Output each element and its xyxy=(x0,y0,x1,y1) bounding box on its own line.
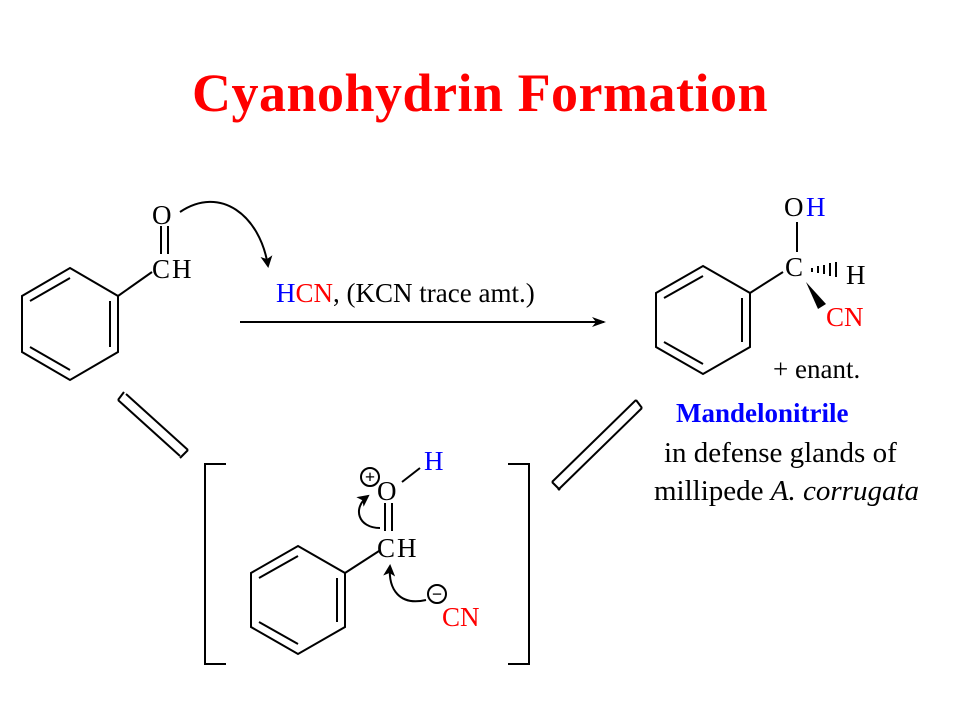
left-bracket xyxy=(204,463,226,665)
page-title: Cyanohydrin Formation xyxy=(191,63,769,123)
intermediate-brackets xyxy=(204,463,530,665)
product-desc-line1: in defense glands of xyxy=(664,437,897,469)
curved-arrow xyxy=(179,200,273,268)
o-h-bond xyxy=(401,467,421,483)
right-bracket xyxy=(508,463,530,665)
benzene-ring xyxy=(250,544,346,656)
curved-arrow xyxy=(383,564,427,603)
product-desc-line2: millipede A. corrugata xyxy=(654,475,919,507)
reactant-atom-c: C xyxy=(152,254,170,284)
reactant-atom-o: O xyxy=(152,200,172,230)
benzene-ring xyxy=(21,266,119,382)
aromatic-bond xyxy=(258,621,299,645)
benzene-ring xyxy=(655,264,751,376)
intermediate-structure xyxy=(250,467,447,656)
wedge-bond xyxy=(806,282,826,309)
intermediate-atom-h-oh: H xyxy=(424,446,444,476)
product-atom-h-oh: H xyxy=(806,192,826,222)
reagent-label: HCN, (KCN trace amt.) xyxy=(276,278,535,308)
product-enant: + enant. xyxy=(773,354,860,384)
curved-arrow xyxy=(356,494,381,529)
aromatic-bond xyxy=(29,277,71,302)
aromatic-bond xyxy=(258,555,299,579)
intermediate-atom-o: O xyxy=(377,476,397,506)
intermediate-atom-c: C xyxy=(377,533,395,563)
product-atom-h: H xyxy=(846,260,866,290)
reagent-hcn-cn: CN xyxy=(296,278,334,308)
reagent-conditions: , (KCN trace amt.) xyxy=(333,278,535,308)
ring-to-carbon-bond xyxy=(344,550,380,574)
plus-charge-circle xyxy=(360,467,380,487)
product-mandelonitrile xyxy=(655,222,837,376)
aromatic-bond xyxy=(663,275,704,299)
product-desc-prefix: millipede xyxy=(654,475,771,507)
product-name: Mandelonitrile xyxy=(676,398,848,428)
reagent-hcn-h: H xyxy=(276,278,296,308)
left-equilibrium-arrows xyxy=(117,391,189,459)
right-equilibrium-arrows xyxy=(551,399,643,491)
product-atom-o: O xyxy=(784,192,804,222)
reactant-benzaldehyde xyxy=(21,226,169,382)
ring-to-carbon-bond xyxy=(749,271,784,294)
intermediate-plus-sign: + xyxy=(365,467,375,487)
intermediate-minus-sign: − xyxy=(432,584,442,604)
product-cn: CN xyxy=(826,302,864,332)
intermediate-cn: CN xyxy=(442,602,480,632)
product-desc-species: A. corrugata xyxy=(769,475,919,507)
minus-charge-circle xyxy=(427,584,447,604)
reactant-atom-h: H xyxy=(172,254,192,284)
aromatic-bond xyxy=(663,341,704,365)
product-atom-c: C xyxy=(785,252,803,282)
aromatic-bond xyxy=(29,346,71,371)
intermediate-atom-h: H xyxy=(397,533,417,563)
ring-to-carbon-bond xyxy=(117,271,153,297)
